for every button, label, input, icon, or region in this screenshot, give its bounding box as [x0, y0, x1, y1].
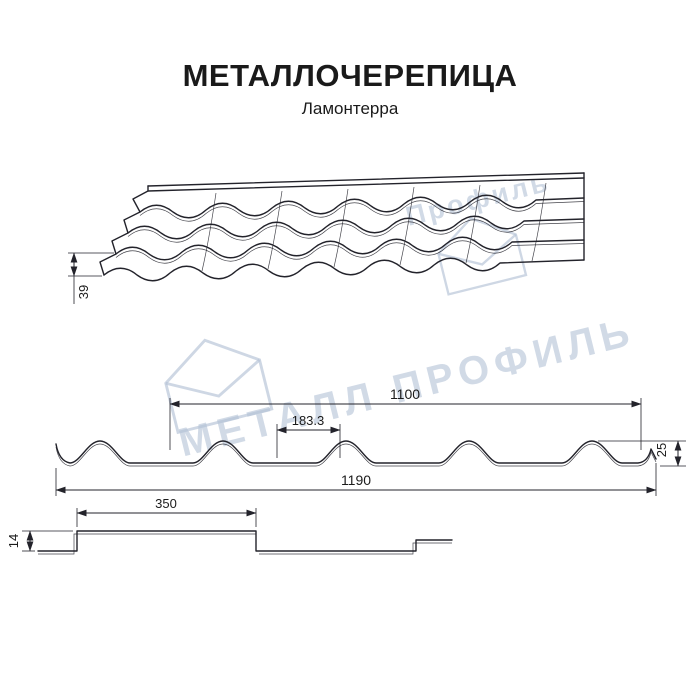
tile-column-curves	[201, 182, 547, 272]
cross-section-view: 1100 183.3 25 1190	[55, 386, 686, 496]
dim-cover-width: 1100	[169, 386, 642, 450]
ridge-line-bottom	[147, 177, 585, 192]
dim-step-height-label: 14	[6, 534, 21, 548]
stack-profile-view: 350 14	[6, 496, 453, 555]
step-profile-thickness-right	[259, 542, 452, 555]
step-profile-outline	[37, 530, 453, 552]
tile-row-2	[127, 215, 585, 240]
dim-eave-step-label: 39	[76, 285, 91, 299]
dim-wave-pitch-label: 183.3	[292, 413, 325, 428]
dim-wave-pitch: 183.3	[276, 413, 341, 458]
ridge-line-top	[147, 172, 585, 187]
sheet-left-step-edge	[99, 185, 149, 276]
dim-cover-width-label: 1100	[390, 386, 420, 402]
tile-row-2-shadow	[127, 219, 585, 243]
dim-module-length-label: 350	[155, 496, 177, 511]
dim-full-width: 1190	[55, 463, 657, 496]
page-title: МЕТАЛЛОЧЕРЕПИЦА	[182, 58, 518, 93]
dim-eave-step: 39	[70, 252, 91, 304]
dim-full-width-label: 1190	[341, 472, 371, 488]
tile-row-3-shadow	[115, 240, 585, 264]
dim-profile-height-label: 25	[654, 443, 669, 457]
tile-row-1	[139, 194, 585, 219]
watermark-secondary: Профиль	[403, 167, 553, 296]
profile-thickness	[55, 443, 657, 467]
brand-logo-icon	[437, 216, 528, 296]
brand-logo-icon	[164, 338, 274, 435]
tile-row-3	[115, 236, 585, 261]
dim-module-length: 350	[76, 496, 257, 527]
page-subtitle: Ламонтерра	[301, 99, 399, 118]
profile-outline	[55, 440, 657, 464]
dim-profile-height: 25	[598, 440, 686, 467]
dim-step-height: 14	[6, 530, 73, 552]
roof-perspective-view: 39	[68, 172, 585, 304]
tile-row-4-eave	[103, 257, 585, 282]
tile-row-1-shadow	[139, 198, 585, 222]
step-profile-thickness-left	[38, 533, 256, 555]
